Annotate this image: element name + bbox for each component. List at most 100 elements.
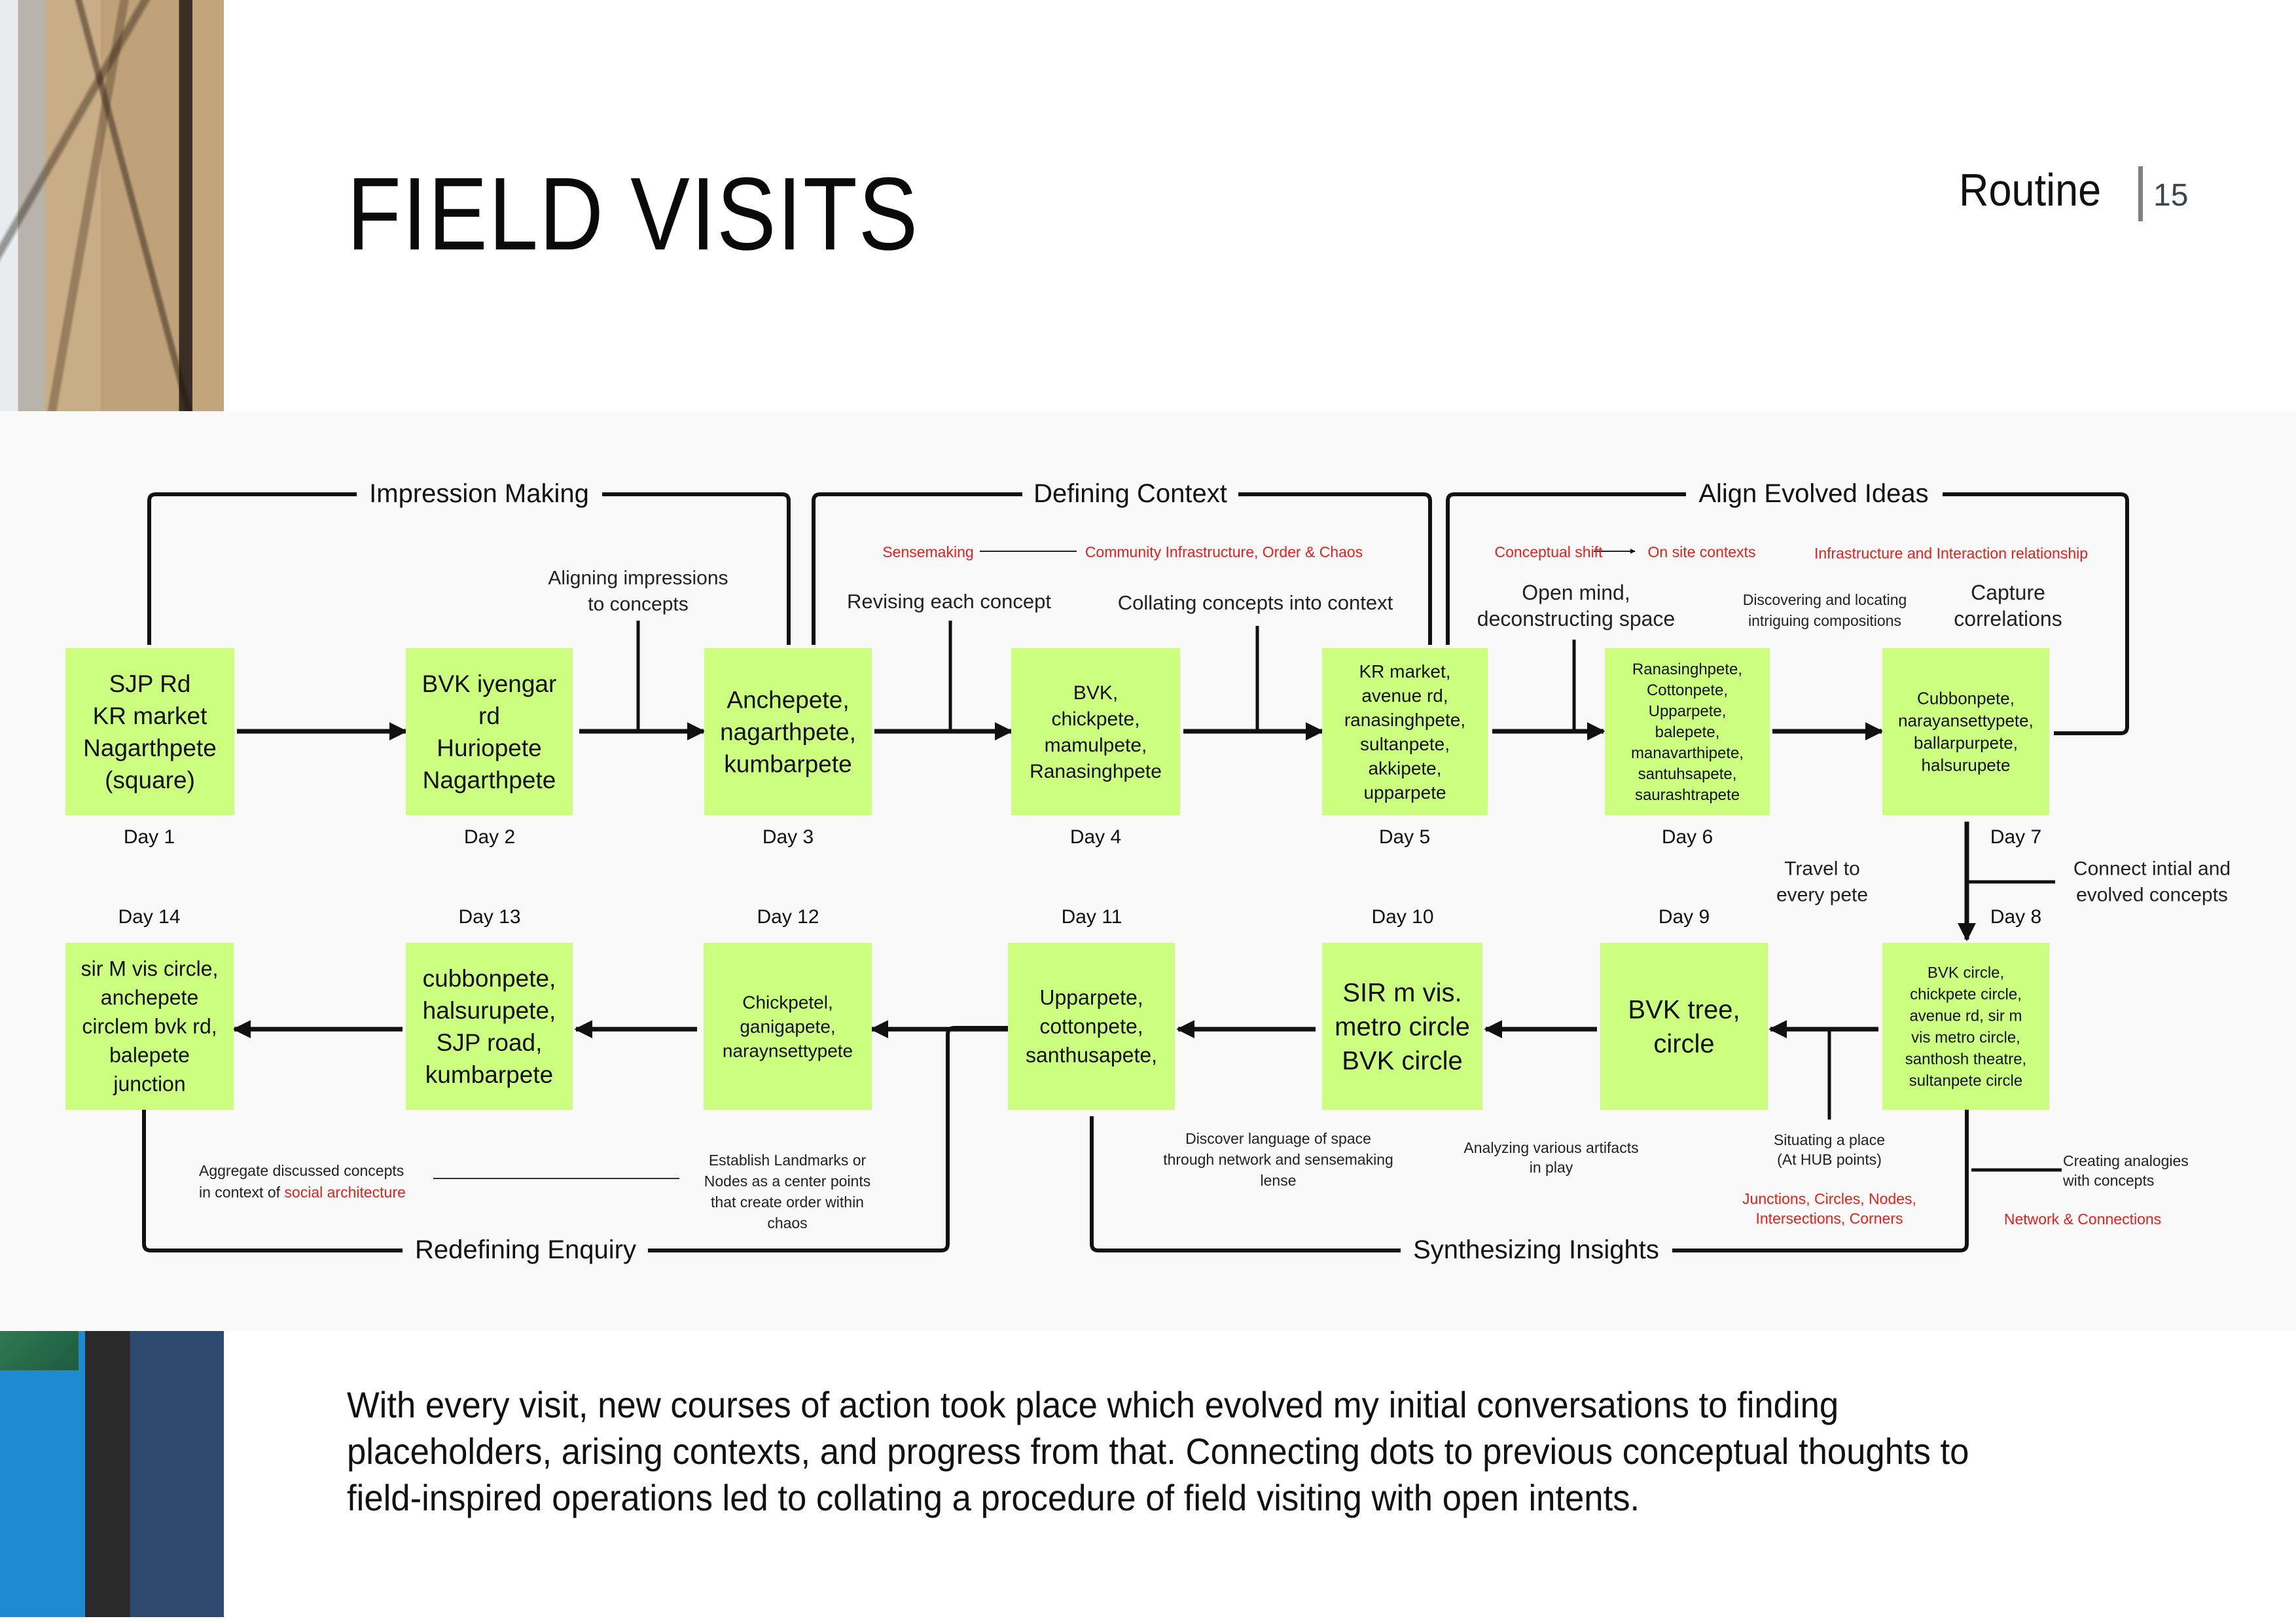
annotation-travel-line: Travel to (1784, 858, 1860, 880)
annotation-establish-landmarks: Establish Landmarks or Nodes as a center … (704, 1152, 870, 1231)
day-box-11: Upparpete,cottonpete,santhusapete,Day 11 (1008, 906, 1175, 1110)
caption-paragraph: With every visit, new courses of action … (347, 1384, 1969, 1518)
phase-impression-making: Impression Making (369, 479, 589, 508)
day-box-places-line: avenue rd, sir m (1909, 1007, 2022, 1025)
day-box-places-line: upparpete (1363, 782, 1446, 803)
day-box-places-line: Anchepete, (726, 686, 849, 713)
annotation-on-site-contexts-line: On site contexts (1648, 543, 1756, 560)
phase-synthesizing-insights: Synthesizing Insights (1413, 1235, 1659, 1264)
day-label: Day 2 (464, 826, 515, 848)
annotation-establish-landmarks-line: Nodes as a center points (704, 1173, 870, 1190)
day-label: Day 8 (1990, 906, 2041, 928)
day-box-places-line: naraynsettypete (723, 1040, 853, 1061)
day-box-places: BVK,chickpete,mamulpete,Ranasinghpete (1030, 682, 1162, 782)
annotation-open-mind-line: deconstructing space (1477, 607, 1675, 630)
day-box-places: Cubbonpete,narayansettypete,ballarpurpet… (1898, 689, 2034, 775)
annotation-revising-concept: Revising each concept (847, 590, 1051, 613)
day-box-places-line: metro circle (1335, 1013, 1470, 1042)
annotation-open-mind: Open mind,deconstructing space (1477, 581, 1675, 630)
annotation-collating-concepts-line: Collating concepts into context (1118, 591, 1393, 614)
annotation-infra-interaction-line: Infrastructure and Interaction relations… (1814, 545, 2088, 562)
day-box-rect (1322, 943, 1482, 1110)
defining-context-bracket (812, 492, 1432, 645)
connector-stems (636, 621, 2062, 1172)
day-box-places-line: balepete, (1655, 723, 1720, 741)
day-box-places-line: saurashtrapete (1635, 786, 1740, 804)
day-label: Day 13 (458, 906, 520, 928)
annotation-establish-landmarks-line: that create order within (711, 1194, 864, 1211)
day-box-places-line: Ranasinghpete (1030, 761, 1162, 782)
day-box-places-line: sultanpete circle (1909, 1072, 2022, 1089)
annotation-aggregate-prefix: in context of (199, 1184, 284, 1201)
day-box-places-line: akkipete, (1368, 758, 1441, 778)
annotation-discovering-line: Discovering and locating (1743, 591, 1907, 608)
annotation-creating-analogies: Creating analogies with concepts (2062, 1152, 2189, 1189)
day-box-places-line: Upparpete, (1649, 702, 1727, 720)
day-box-places-line: rd (478, 702, 500, 729)
annotation-discover-language-line: Discover language of space (1185, 1130, 1371, 1147)
street-photo-people (0, 1331, 224, 1617)
annotation-sensemaking: Sensemaking (882, 543, 973, 560)
header-divider (2138, 166, 2143, 221)
day-box-places: KR market,avenue rd,ranasinghpete,sultan… (1344, 661, 1465, 803)
annotation-community-infra: Community Infrastructure, Order & Chaos (1085, 543, 1363, 560)
day-box-places-line: ganigapete, (740, 1016, 835, 1036)
day-box-places-line: halsurupete, (423, 997, 556, 1024)
day-box-places-line: mamulpete, (1045, 735, 1147, 756)
day-box-places-line: Upparpete, (1039, 986, 1143, 1010)
day-box-rect (1882, 943, 2049, 1110)
day-box-rect (65, 648, 234, 815)
day-box-places-line: balepete (109, 1044, 190, 1067)
annotation-community-infra-line: Community Infrastructure, Order & Chaos (1085, 543, 1363, 560)
day-box-rect (704, 648, 872, 815)
day-box-places-line: SJP Rd (109, 670, 191, 697)
phase-align-evolved-ideas: Align Evolved Ideas (1698, 479, 1928, 508)
day-box-rect (1605, 648, 1770, 815)
day-box-places-line: Cubbonpete, (1917, 689, 2015, 708)
annotation-social-architecture: social architecture (284, 1184, 405, 1201)
annotation-conceptual-shift-line: Conceptual shift (1495, 543, 1604, 560)
day-box-places-line: BVK tree, (1628, 996, 1740, 1025)
day-box-places-line: chickpete circle, (1910, 985, 2022, 1003)
day-box-rect (1011, 648, 1180, 815)
day-box-places-line: Ranasinghpete, (1632, 661, 1742, 678)
annotation-revising-concept-line: Revising each concept (847, 590, 1051, 613)
day-box-places-line: santhusapete, (1026, 1044, 1157, 1067)
day-box-places-line: KR market, (1359, 661, 1450, 682)
day-box-places-line: BVK, (1073, 682, 1118, 704)
annotation-analyzing-artifacts-line: Analyzing various artifacts (1463, 1139, 1638, 1156)
annotation-connect-initial-line: Connect intial and (2073, 858, 2231, 880)
day-box-places-line: avenue rd, (1361, 685, 1448, 706)
day-box-places: Anchepete,nagarthpete,kumbarpete (720, 686, 856, 777)
annotation-network-connections-line: Network & Connections (2004, 1211, 2161, 1228)
annotation-situating: Situating a place(At HUB points) (1774, 1131, 1885, 1168)
day-box-places-line: cottonpete, (1039, 1015, 1143, 1038)
day-label: Day 7 (1990, 826, 2041, 848)
annotation-establish-landmarks-line: Establish Landmarks or (709, 1152, 867, 1169)
phase-defining-context: Defining Context (1033, 479, 1227, 508)
day-box-rect (406, 648, 573, 815)
annotation-discover-language-line: lense (1261, 1172, 1297, 1189)
page-title: FIELD VISITS (347, 156, 919, 272)
phase-brackets (142, 492, 2129, 1252)
annotation-connect-initial-line: evolved concepts (2076, 884, 2228, 906)
day-box-places-line: kumbarpete (425, 1061, 553, 1088)
annotation-creating-analogies-line: Creating analogies (2063, 1152, 2189, 1169)
annotation-capture-line: correlations (1954, 607, 2062, 630)
day-box-places: Upparpete, cottonpete, santhusapete, (1026, 986, 1157, 1067)
day-box-places: Chickpetel,ganigapete,naraynsettypete (723, 992, 853, 1061)
day-box-7: Cubbonpete,narayansettypete,ballarpurpet… (1882, 648, 2049, 848)
annotation-aligning-impressions-line: Aligning impressions (548, 568, 728, 589)
annotation-network-connections: Network & Connections (2004, 1211, 2161, 1228)
day-box-places-line: SJP road, (437, 1029, 543, 1056)
annotation-creating-analogies-line: with concepts (2062, 1172, 2154, 1189)
